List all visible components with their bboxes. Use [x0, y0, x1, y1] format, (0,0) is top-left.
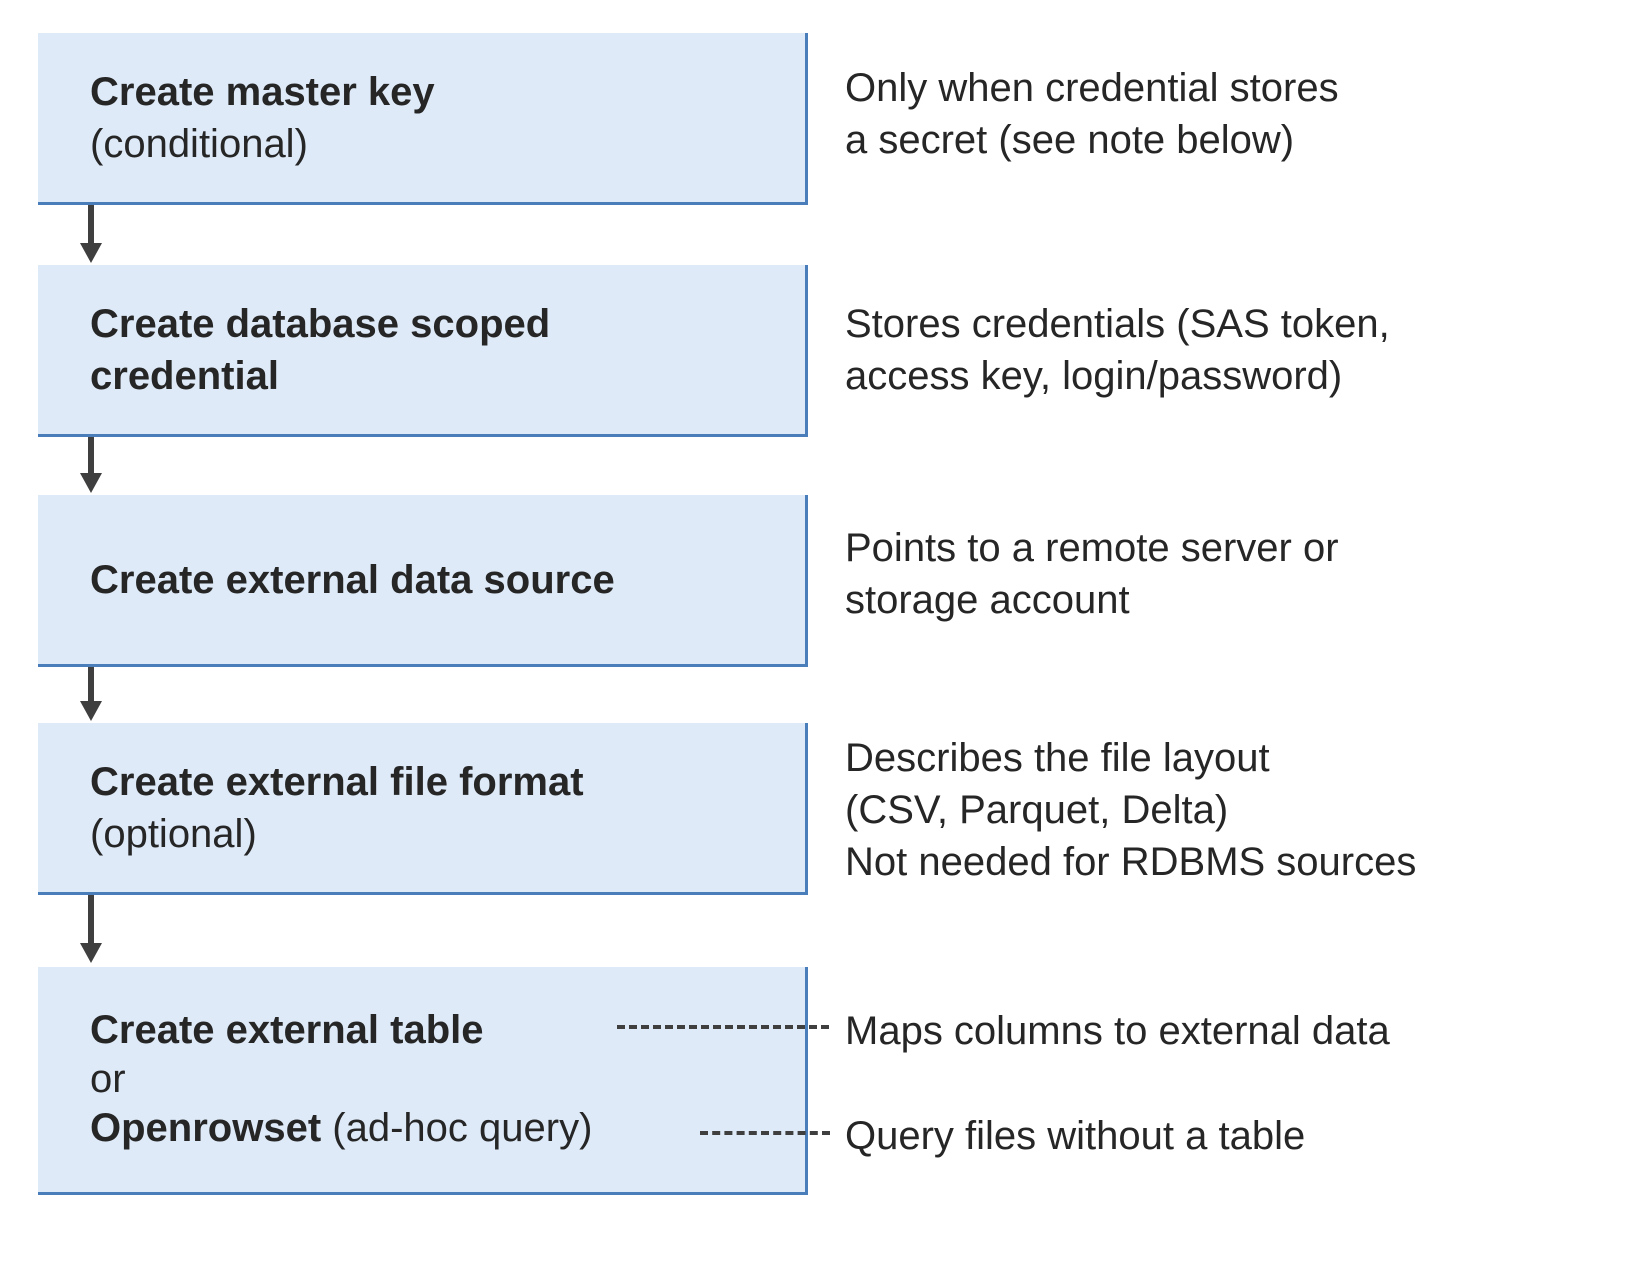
dashed-connector-openrowset [700, 1131, 830, 1135]
annotation-external-table: Maps columns to external data [845, 1005, 1390, 1057]
annotation-line: Not needed for RDBMS sources [845, 840, 1417, 884]
step-alt-heading: Openrowset (ad-hoc query) [90, 1104, 789, 1153]
annotation-line: (CSV, Parquet, Delta) [845, 788, 1229, 832]
step-subtext: (optional) [90, 811, 257, 856]
annotation-openrowset: Query files without a table [845, 1110, 1305, 1162]
annotation-create-database-scoped-credential: Stores credentials (SAS token, access ke… [845, 298, 1390, 402]
arrow-shaft [88, 667, 94, 703]
annotation-create-master-key: Only when credential stores a secret (se… [845, 62, 1339, 166]
annotation-line: Points to a remote server or [845, 526, 1339, 570]
dashed-connector-external-table [617, 1025, 829, 1029]
arrow-down-icon [80, 895, 102, 967]
annotation-line: Maps columns to external data [845, 1009, 1390, 1053]
annotation-line: a secret (see note below) [845, 118, 1295, 162]
flow-box-content: Create external file format (optional) [38, 756, 805, 860]
arrow-down-icon [80, 667, 102, 723]
annotation-create-external-file-format: Describes the file layout (CSV, Parquet,… [845, 732, 1416, 888]
step-heading: Create external data source [90, 557, 615, 602]
step-heading: Create master key [90, 69, 435, 114]
annotation-line: access key, login/password) [845, 354, 1343, 398]
arrow-head [80, 943, 102, 963]
flow-box-content: Create external data source [38, 554, 805, 606]
flow-box-create-external-data-source[interactable]: Create external data source [38, 495, 808, 667]
step-alt-heading-bold: Openrowset [90, 1105, 322, 1150]
arrow-down-icon [80, 205, 102, 265]
arrow-head [80, 243, 102, 263]
annotation-line: storage account [845, 578, 1130, 622]
step-or-connector: or [90, 1057, 126, 1102]
arrow-shaft [88, 437, 94, 475]
arrow-head [80, 473, 102, 493]
step-heading-line-2: credential [90, 353, 279, 398]
annotation-line: Stores credentials (SAS token, [845, 302, 1390, 346]
annotation-line: Query files without a table [845, 1114, 1306, 1158]
flow-box-create-master-key[interactable]: Create master key (conditional) [38, 33, 808, 205]
flow-box-create-external-file-format[interactable]: Create external file format (optional) [38, 723, 808, 895]
step-heading-line-1: Create database scoped [90, 301, 551, 346]
step-alt-heading-rest: (ad-hoc query) [321, 1105, 593, 1150]
flow-box-create-external-table-or-openrowset[interactable]: Create external table or Openrowset (ad-… [38, 967, 808, 1195]
step-subtext: (conditional) [90, 121, 308, 166]
flow-box-content: Create database scoped credential [38, 298, 805, 402]
annotation-line: Describes the file layout [845, 736, 1270, 780]
arrow-shaft [88, 205, 94, 245]
flow-box-content: Create master key (conditional) [38, 66, 805, 170]
arrow-shaft [88, 895, 94, 945]
arrow-down-icon [80, 437, 102, 495]
flow-box-create-database-scoped-credential[interactable]: Create database scoped credential [38, 265, 808, 437]
flow-box-content: Create external table or Openrowset (ad-… [38, 1006, 805, 1152]
step-heading: Create external file format [90, 759, 584, 804]
annotation-line: Only when credential stores [845, 66, 1339, 110]
arrow-head [80, 701, 102, 721]
step-heading: Create external table [90, 1008, 484, 1053]
annotation-create-external-data-source: Points to a remote server or storage acc… [845, 522, 1339, 626]
